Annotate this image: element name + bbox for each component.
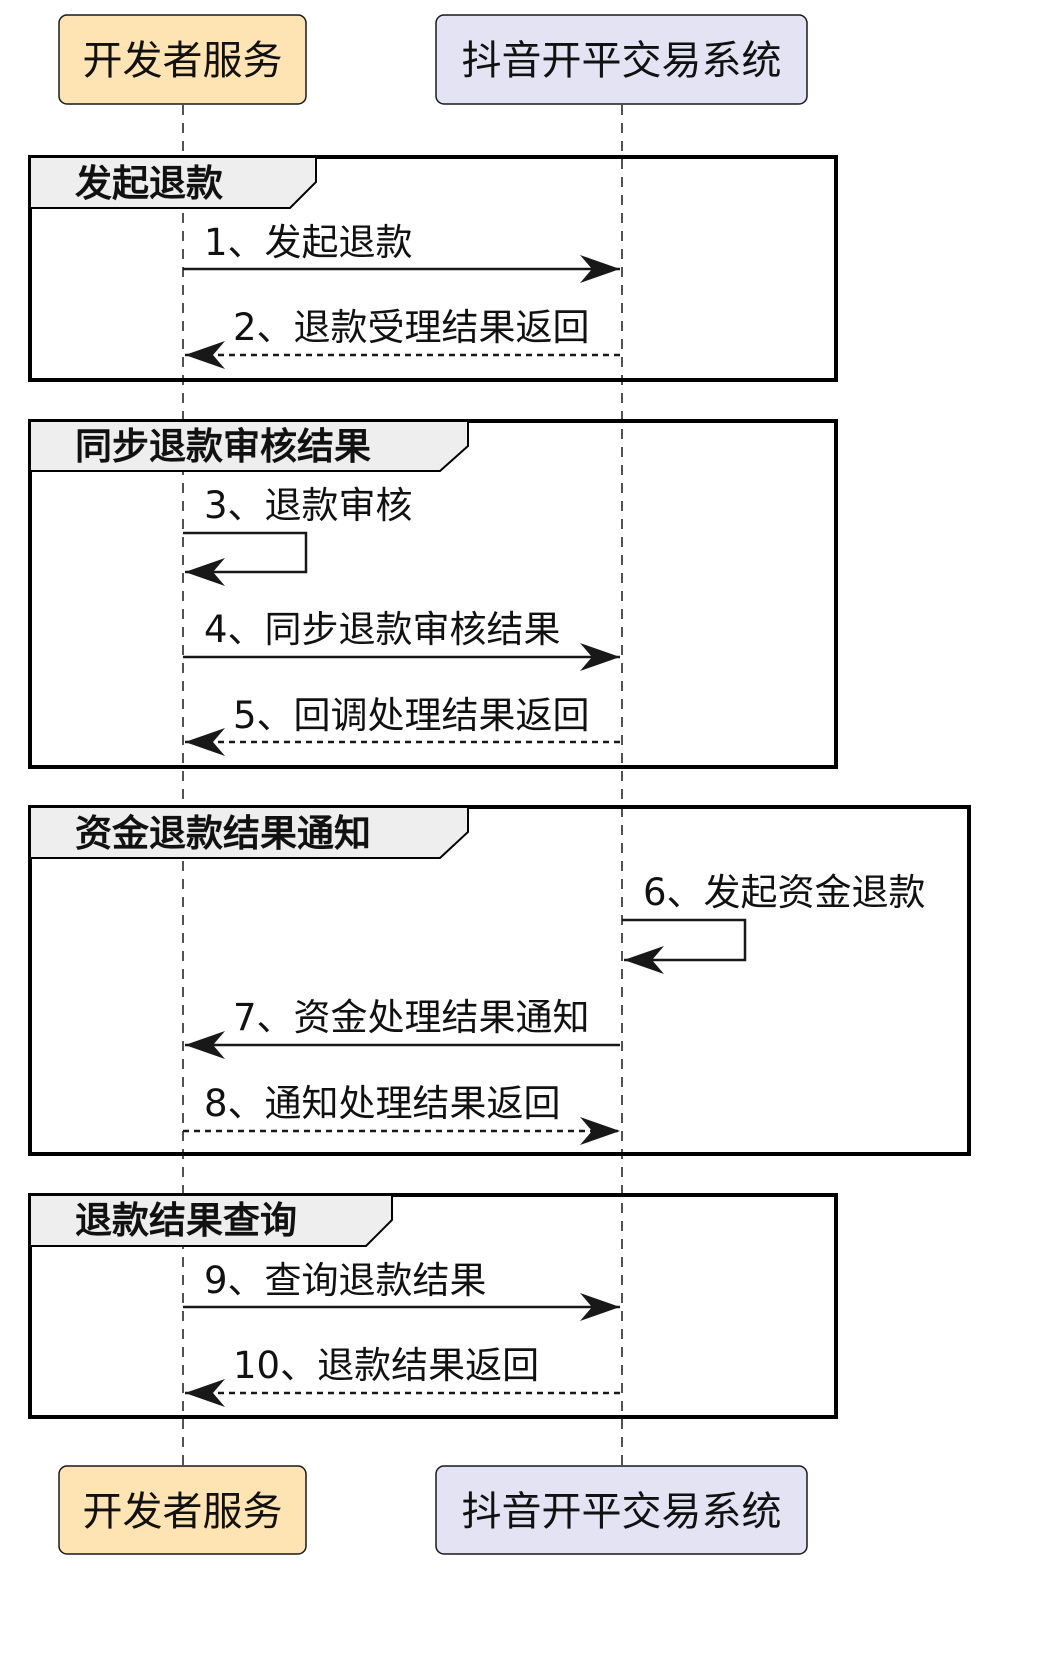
message-2: 2、退款受理结果返回 bbox=[185, 306, 620, 369]
participant-label: 开发者服务 bbox=[83, 38, 283, 84]
message-label: 3、退款审核 bbox=[204, 484, 413, 527]
frame-title: 退款结果查询 bbox=[75, 1199, 297, 1242]
message-5: 5、回调处理结果返回 bbox=[185, 694, 620, 756]
frame-tab bbox=[29, 806, 469, 859]
message-label: 1、发起退款 bbox=[204, 221, 413, 264]
participant-label: 开发者服务 bbox=[83, 1489, 283, 1535]
group-frame-fund-refund-notify: 资金退款结果通知 bbox=[28, 805, 971, 1156]
frame-tab bbox=[29, 156, 317, 209]
frame-title: 同步退款审核结果 bbox=[75, 425, 371, 468]
participant-label: 抖音开平交易系统 bbox=[462, 1489, 782, 1535]
group-frame-initiate-refund: 发起退款 bbox=[28, 155, 838, 382]
message-arrow bbox=[183, 531, 308, 586]
participant-douyin-trade-system-bottom: 抖音开平交易系统 bbox=[435, 1465, 808, 1555]
message-label: 4、同步退款审核结果 bbox=[204, 608, 561, 651]
message-10: 10、退款结果返回 bbox=[185, 1344, 620, 1407]
message-7: 7、资金处理结果通知 bbox=[185, 996, 620, 1059]
message-label: 5、回调处理结果返回 bbox=[233, 694, 590, 737]
message-label: 7、资金处理结果通知 bbox=[233, 996, 590, 1039]
message-label: 10、退款结果返回 bbox=[233, 1344, 539, 1387]
message-9: 9、查询退款结果 bbox=[183, 1259, 620, 1321]
message-1: 1、发起退款 bbox=[183, 221, 620, 283]
frame-title: 资金退款结果通知 bbox=[75, 812, 371, 855]
message-label: 6、发起资金退款 bbox=[643, 871, 926, 914]
group-frame-sync-review-result: 同步退款审核结果 bbox=[28, 419, 838, 769]
participant-developer-service-bottom: 开发者服务 bbox=[58, 1465, 307, 1555]
message-label: 2、退款受理结果返回 bbox=[233, 306, 590, 349]
participant-label: 抖音开平交易系统 bbox=[462, 38, 782, 84]
group-frame-refund-result-query: 退款结果查询 bbox=[28, 1193, 838, 1419]
message-3: 3、退款审核 bbox=[183, 484, 413, 586]
participant-developer-service-top: 开发者服务 bbox=[58, 14, 307, 105]
participant-douyin-trade-system-top: 抖音开平交易系统 bbox=[435, 14, 808, 105]
message-6: 6、发起资金退款 bbox=[622, 871, 926, 974]
message-4: 4、同步退款审核结果 bbox=[183, 608, 620, 671]
message-arrow bbox=[622, 918, 747, 974]
frame-title: 发起退款 bbox=[75, 162, 223, 205]
message-8: 8、通知处理结果返回 bbox=[183, 1082, 620, 1145]
frame-tab bbox=[29, 1194, 393, 1247]
message-label: 8、通知处理结果返回 bbox=[204, 1082, 561, 1125]
message-label: 9、查询退款结果 bbox=[204, 1259, 487, 1302]
frame-tab bbox=[29, 420, 469, 472]
